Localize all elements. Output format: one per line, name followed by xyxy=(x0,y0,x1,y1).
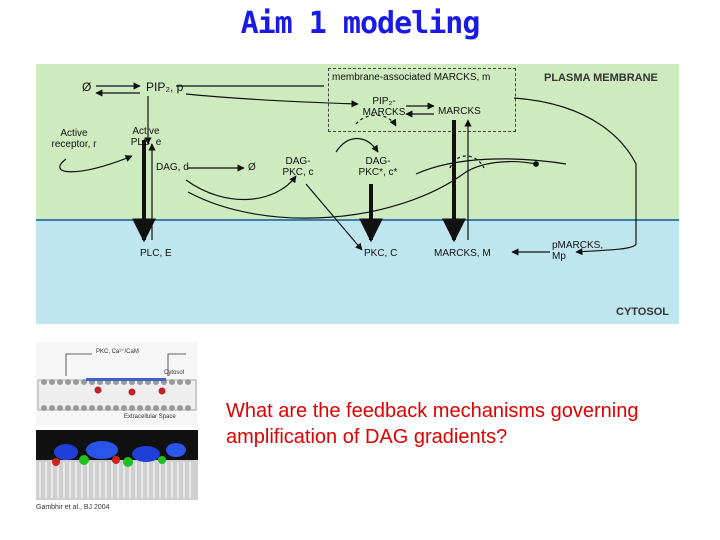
pkc-label: PKC, C xyxy=(364,248,398,259)
dag-pkc-label: DAG- PKC, c xyxy=(282,156,314,178)
active-receptor-label: Active receptor, r xyxy=(51,128,97,150)
signaling-diagram: PLASMA MEMBRANE CYTOSOL xyxy=(36,64,679,324)
arrow-dagpkc-to-star xyxy=(335,137,379,153)
membrane-marcks-label: membrane-associated MARCKS, m xyxy=(332,72,491,83)
thumbnail-cytosol-label: Cytosol xyxy=(164,370,185,376)
marcks-cytosol-label: MARCKS, M xyxy=(434,248,491,259)
lipid-bilayer-drawing xyxy=(37,353,197,411)
membrane-thumbnail: PKC, Ca²⁺/CaM Cytosol Extracellular Spac… xyxy=(36,342,198,500)
molecular-model-image xyxy=(36,430,198,500)
thumbnail-top-label: PKC, Ca²⁺/CaM xyxy=(96,349,139,355)
citation: Gambhir et al., BJ 2004 xyxy=(36,504,110,511)
membrane-boundary xyxy=(36,219,679,221)
pip2-label: PIP₂, p xyxy=(146,80,184,94)
research-question: What are the feedback mechanisms governi… xyxy=(226,400,639,448)
thumbnail-space-label: Extracellular Space xyxy=(124,414,176,420)
marcks-label: MARCKS xyxy=(438,106,481,117)
reaction-arrows xyxy=(59,82,637,256)
plc-label: PLC, E xyxy=(140,248,172,259)
cytosol-label: CYTOSOL xyxy=(616,306,669,318)
arrow-pkc-loop xyxy=(355,114,397,127)
plasma-membrane-label: PLASMA MEMBRANE xyxy=(544,72,658,84)
dag-pkc-star-label: DAG- PKC*, c* xyxy=(358,156,398,178)
phi-label-1: Ø xyxy=(82,80,92,94)
active-plc-label: Active PLC, e xyxy=(130,126,162,148)
arrow-membrane-marcks-to-pmarcks xyxy=(513,97,637,256)
dag-label: DAG, d xyxy=(156,162,189,173)
pmarcks-label: pMARCKS, Mp xyxy=(552,240,604,262)
arrow-to-pip2-marcks xyxy=(185,93,359,108)
membrane-schematic: PKC, Ca²⁺/CaM Cytosol Extracellular Spac… xyxy=(36,342,198,426)
membrane-marcks-box xyxy=(328,68,516,132)
slide-title: Aim 1 modeling xyxy=(240,6,481,41)
arrow-receptor-loop xyxy=(59,155,133,173)
arrow-star-to-dag xyxy=(187,161,539,219)
phi-label-2: Ø xyxy=(248,162,256,173)
molecular-model-drawing xyxy=(36,441,198,500)
arrow-dag-to-dagpkc xyxy=(185,175,297,200)
arrow-dagpkc-to-pkc xyxy=(305,183,363,251)
pip2-marcks-label: PIP₂- MARCKS xyxy=(362,96,406,118)
arrow-star-to-pmarcks xyxy=(415,158,567,175)
